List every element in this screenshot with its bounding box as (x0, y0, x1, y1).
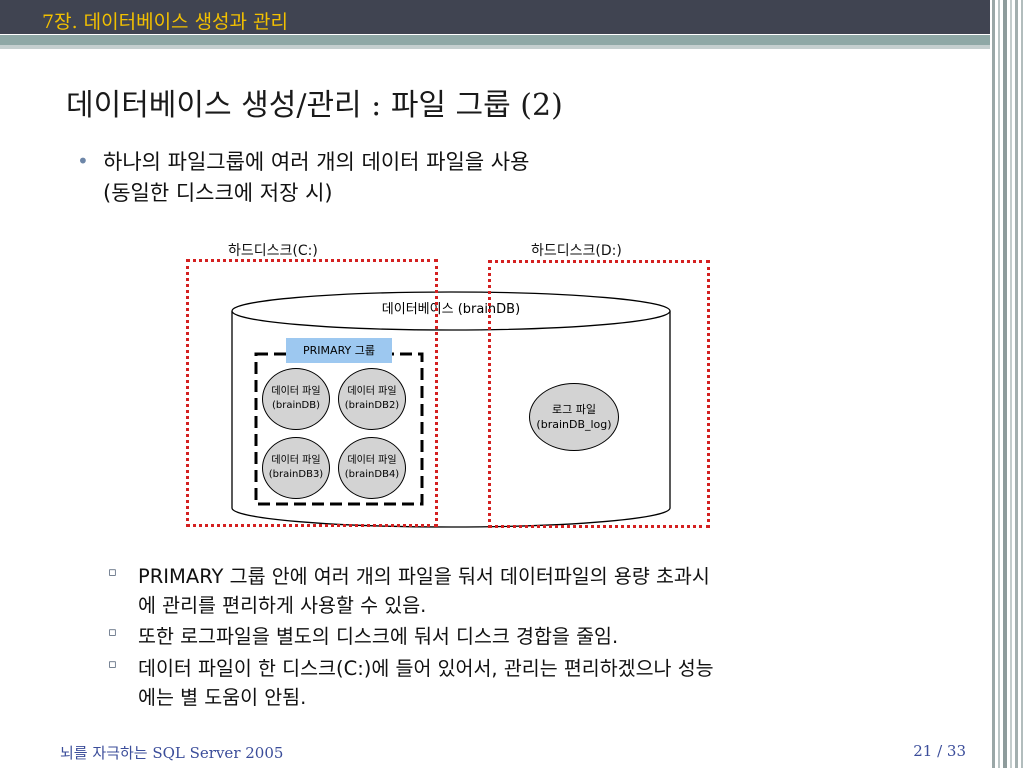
bullet-marker: • (77, 149, 89, 173)
header-accent-band-light (0, 45, 990, 49)
log-file-braindb-log: 로그 파일 (brainDB_log) (529, 383, 619, 451)
sub-bullet-3-line2: 에는 별 도움이 안됨. (138, 686, 307, 709)
data-file-braindb: 데이터 파일 (brainDB) (262, 368, 330, 430)
sub-bullet-2-line1: 또한 로그파일을 별도의 디스크에 둬서 디스크 경합을 줄임. (138, 625, 619, 648)
footer-book-title: 뇌를 자극하는 SQL Server 2005 (60, 744, 284, 762)
sub-bullet-marker: ▫ (108, 657, 117, 672)
decorative-side-stripes (992, 0, 1024, 768)
sub-bullet-marker: ▫ (108, 565, 117, 580)
disk-d-label: 하드디스크(D:) (531, 243, 622, 259)
disk-c-boundary (186, 259, 438, 527)
disk-d-boundary (488, 260, 710, 528)
disk-c-label: 하드디스크(C:) (228, 243, 318, 259)
chapter-title: 7장. 데이터베이스 생성과 관리 (42, 11, 289, 33)
header-bar (0, 0, 990, 34)
data-file-braindb3: 데이터 파일 (brainDB3) (262, 437, 330, 499)
database-label: 데이터베이스 (brainDB) (381, 302, 521, 317)
primary-group-label: PRIMARY 그룹 (286, 338, 392, 363)
sub-bullet-marker: ▫ (108, 625, 117, 640)
bullet-text-line1: 하나의 파일그룹에 여러 개의 데이터 파일을 사용 (103, 150, 530, 174)
data-file-braindb4: 데이터 파일 (brainDB4) (338, 437, 406, 499)
bullet-text-line2: (동일한 디스크에 저장 시) (103, 181, 333, 205)
sub-bullet-3-line1: 데이터 파일이 한 디스크(C:)에 들어 있어서, 관리는 편리하겠으나 성능 (138, 657, 714, 680)
data-file-braindb2: 데이터 파일 (brainDB2) (338, 368, 406, 430)
header-accent-band (0, 35, 990, 45)
sub-bullet-1-line2: 에 관리를 편리하게 사용할 수 있음. (138, 594, 427, 617)
footer-page-number: 21 / 33 (913, 742, 966, 760)
slide-title: 데이터베이스 생성/관리 : 파일 그룹 (2) (66, 88, 563, 123)
sub-bullet-1-line1: PRIMARY 그룹 안에 여러 개의 파일을 둬서 데이터파일의 용량 초과시 (138, 565, 710, 588)
